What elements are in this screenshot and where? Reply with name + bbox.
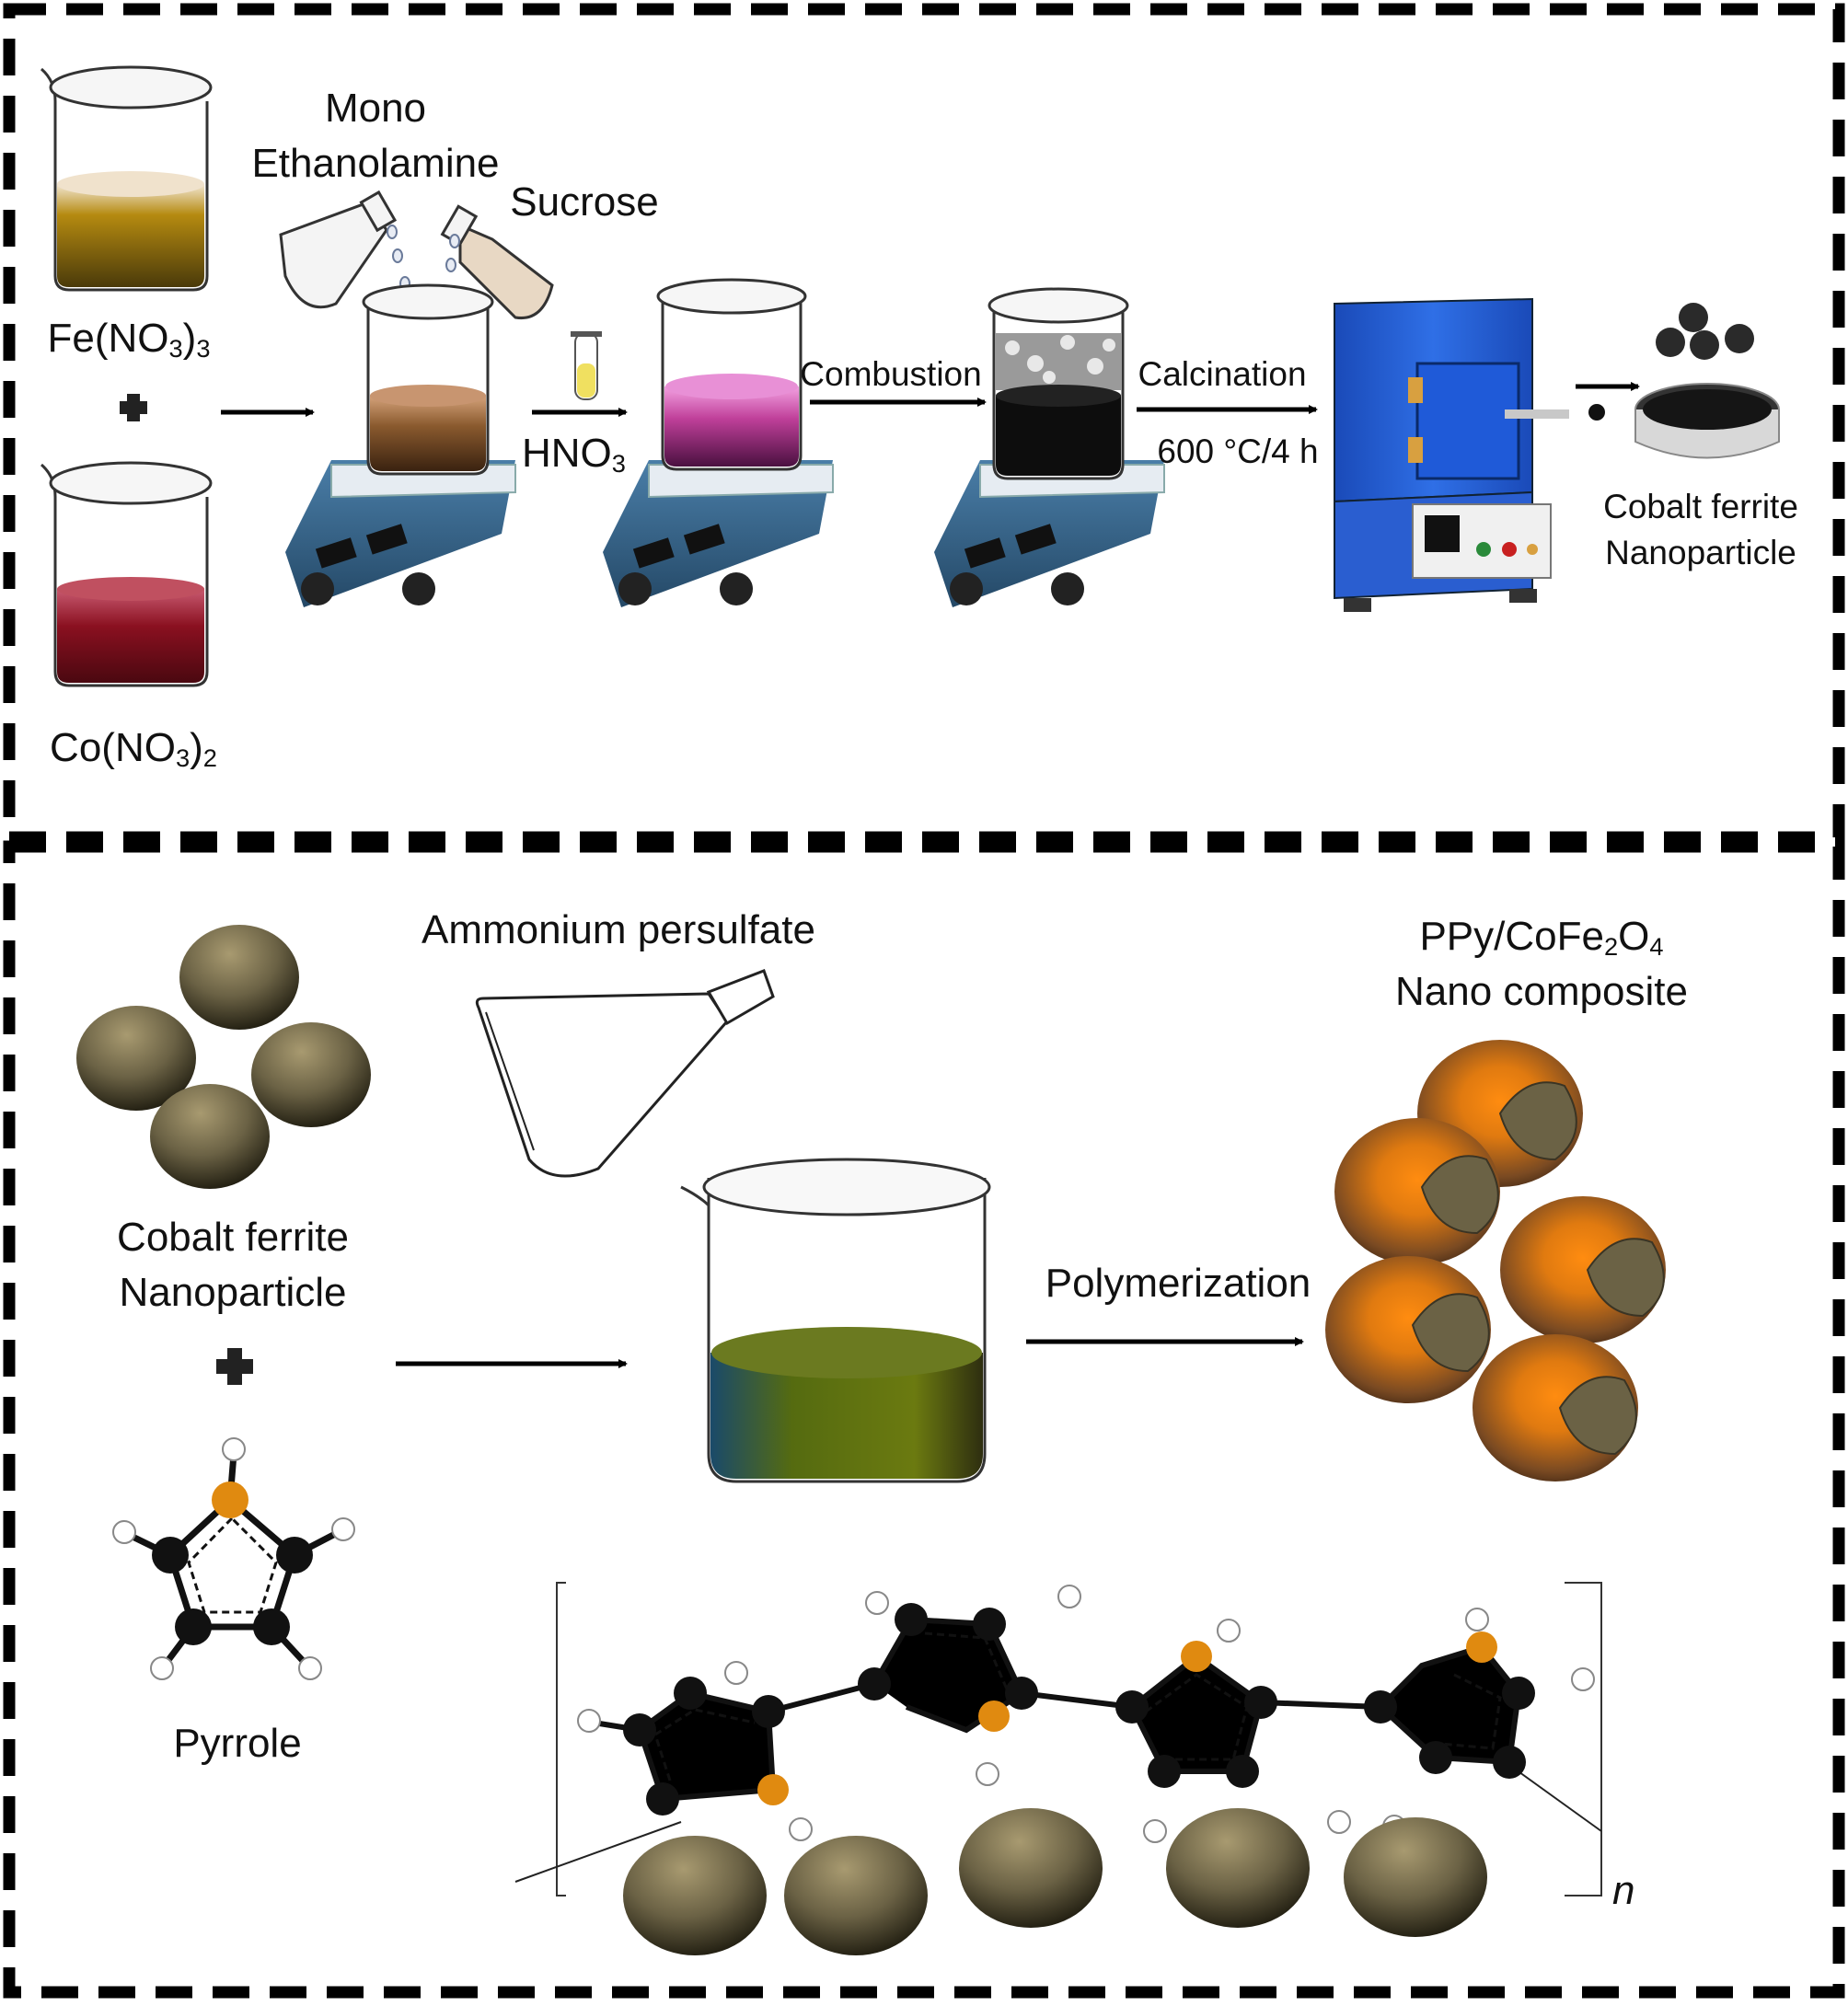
muffle-furnace [1334, 297, 1569, 612]
sucrose-label: Sucrose [510, 179, 659, 225]
bottom-panel-border [3, 840, 1845, 1999]
top-panel-border [3, 3, 1845, 844]
ethanolamine-flask-icon [279, 190, 398, 309]
plus-icon [120, 394, 147, 421]
composite-particles [1325, 1040, 1666, 1481]
composite-particle-3 [1500, 1196, 1666, 1343]
right-bracket [1565, 1582, 1602, 1896]
composite-particle-2 [1334, 1118, 1500, 1265]
pyrrole-label: Pyrrole [173, 1721, 302, 1766]
particle-3 [251, 1022, 371, 1127]
particle-label-line2: Nanoparticle [119, 1270, 347, 1315]
co-nitrate-beaker [40, 461, 213, 687]
particle-1 [179, 925, 299, 1030]
left-bracket [556, 1582, 566, 1896]
hotplate-2 [603, 460, 834, 607]
fe-nitrate-label: Fe(NO3)3 [47, 316, 211, 363]
reaction-beaker [680, 1158, 991, 1483]
composite-particle-5 [1473, 1334, 1638, 1481]
product-label-line2: Nanoparticle [1605, 534, 1796, 571]
temperature-label: 600 °C/4 h [1157, 432, 1319, 470]
composite-label-line2: Nano composite [1395, 969, 1688, 1014]
hno3-label: HNO3 [522, 431, 626, 478]
ferrite-particles-cluster [76, 925, 371, 1189]
combustion-label: Combustion [800, 355, 982, 393]
ammonium-persulfate-flask-icon [475, 969, 775, 1178]
pyrrole-molecule [112, 1437, 355, 1680]
bottom-arrows [396, 1337, 1304, 1368]
mono-label: Mono [324, 86, 427, 131]
ethanolamine-label: Ethanolamine [251, 141, 500, 186]
oxidant-label: Ammonium persulfate [422, 907, 815, 952]
co-nitrate-label: Co(NO3)2 [50, 725, 217, 772]
particle-4 [150, 1084, 270, 1189]
polymerization-label: Polymerization [1045, 1261, 1311, 1306]
acid-beaker [656, 278, 807, 471]
composite-particle-4 [1325, 1256, 1491, 1403]
product-label-line1: Cobalt ferrite [1603, 488, 1798, 525]
polypyrrole-chain [514, 1582, 1602, 1896]
mix-beaker [362, 283, 494, 476]
composite-label-line1: PPy/CoFe2O4 [1419, 914, 1664, 961]
particle-label-line1: Cobalt ferrite [117, 1215, 349, 1260]
char-beaker [988, 287, 1129, 480]
top-arrows [221, 382, 1640, 417]
panel-borders [3, 3, 1845, 1999]
ferrite-product-dish [1634, 303, 1780, 459]
ejected-particle [1588, 404, 1605, 421]
hotplate-1 [285, 460, 516, 607]
sucrose-flask-icon [440, 204, 554, 320]
hno3-tube [571, 331, 602, 400]
hotplate-3 [934, 460, 1165, 607]
fe-nitrate-beaker [40, 65, 213, 292]
plus-icon-bottom [216, 1348, 253, 1385]
chain-particles [623, 1808, 1487, 1955]
particle-2 [76, 1006, 196, 1111]
repeat-unit-n: n [1612, 1868, 1635, 1913]
calcination-label: Calcination [1138, 355, 1307, 393]
